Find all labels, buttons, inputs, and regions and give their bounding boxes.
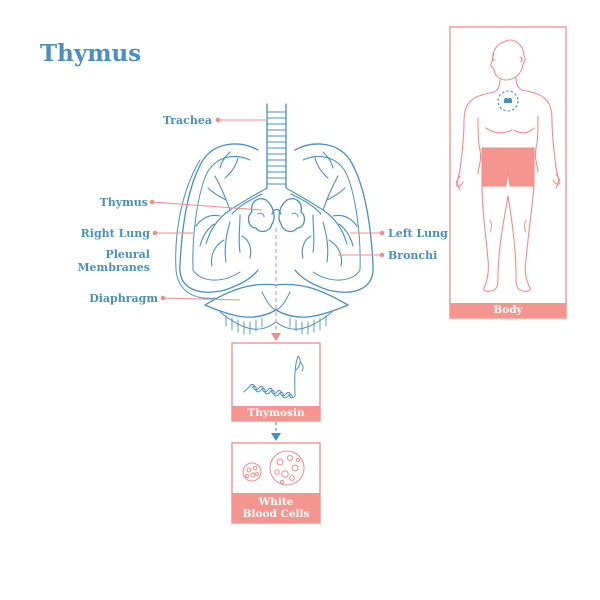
white-blood-cells-panel	[231, 442, 321, 524]
white-blood-cell-icon	[242, 450, 305, 486]
bronchi-left	[285, 151, 358, 267]
trachea	[266, 103, 287, 189]
label-trachea: Trachea	[162, 114, 212, 127]
thymus-location-marker	[497, 90, 519, 112]
flow-arrow-2	[271, 422, 281, 441]
label-diaphragm: Diaphragm	[89, 292, 158, 305]
label-pleural-membranes-line2: Membranes	[77, 261, 150, 274]
thymus-gland	[247, 198, 306, 233]
lungs-illustration	[175, 103, 374, 335]
bronchi-right	[195, 151, 268, 267]
flow-arrow-1	[271, 228, 281, 341]
body-panel	[449, 26, 567, 319]
label-left-lung: Left Lung	[388, 227, 448, 240]
label-pleural-membranes-line1: Pleural	[105, 248, 150, 261]
shorts	[481, 147, 535, 187]
page-title: Thymus	[40, 40, 142, 67]
label-bronchi: Bronchi	[388, 249, 438, 262]
pleural-membrane-line	[175, 159, 216, 299]
left-lung-outline	[294, 143, 374, 293]
thymosin-peptide-icon	[243, 355, 304, 399]
thymosin-caption: Thymosin	[247, 407, 305, 419]
thymosin-panel	[231, 342, 321, 422]
body-caption: Body	[493, 304, 523, 316]
label-thymus: Thymus	[99, 196, 148, 209]
white-blood-cells-caption-line1: White	[258, 496, 294, 508]
human-body-figure	[455, 39, 561, 292]
white-blood-cells-caption-line2: Blood Cells	[242, 508, 310, 520]
label-right-lung: Right Lung	[80, 227, 150, 240]
right-lung-outline	[179, 143, 259, 293]
leader-lines	[149, 117, 385, 301]
